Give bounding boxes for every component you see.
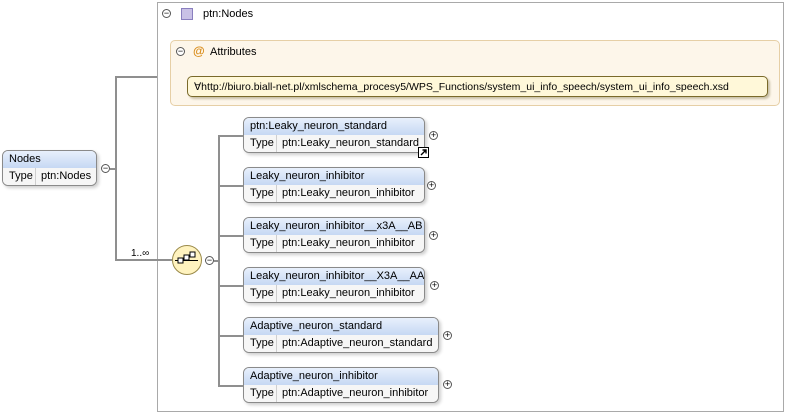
attributes-header: Attributes <box>210 46 257 58</box>
connector-line <box>218 385 243 387</box>
child-element-name: Leaky_neuron_inhibitor__X3A__AA <box>250 270 425 282</box>
connector-line <box>115 76 157 78</box>
connector-line <box>218 235 243 237</box>
connector-line <box>218 135 220 385</box>
external-link-icon[interactable] <box>418 147 429 158</box>
complex-type-icon <box>181 8 193 20</box>
child-type-label: Type <box>250 337 274 349</box>
child-element-header: Leaky_neuron_inhibitor <box>244 168 424 186</box>
child-type-value: ptn:Leaky_neuron_inhibitor <box>282 187 415 199</box>
child-type-value: ptn:Leaky_neuron_inhibitor <box>282 287 415 299</box>
child-type-label: Type <box>250 287 274 299</box>
child-type-label: Type <box>250 387 274 399</box>
child-type-separator <box>276 235 277 252</box>
complex-type-collapse-toggle[interactable]: − <box>162 8 171 18</box>
root-type-separator <box>35 168 36 185</box>
sequence-collapse-toggle[interactable]: − <box>205 255 214 265</box>
root-element-name: Nodes <box>9 153 41 165</box>
child-element-type-row: Type ptn:Leaky_neuron_inhibitor <box>244 185 424 202</box>
root-element-type-row: Type ptn:Nodes <box>3 168 96 185</box>
child-type-value: ptn:Adaptive_neuron_standard <box>282 337 433 349</box>
child-expand-toggle[interactable]: + <box>443 330 452 340</box>
child-element-header: Leaky_neuron_inhibitor__X3A__AA <box>244 268 424 286</box>
attribute-namespace-field[interactable]: ∀http://biuro.biall-net.pl/xmlschema_pro… <box>187 76 768 97</box>
child-element-header: Adaptive_neuron_standard <box>244 318 438 336</box>
child-element-type-row: Type ptn:Adaptive_neuron_standard <box>244 335 438 352</box>
child-element[interactable]: Adaptive_neuron_inhibitor Type ptn:Adapt… <box>243 367 439 403</box>
child-element-type-row: Type ptn:Leaky_neuron_inhibitor <box>244 235 424 252</box>
connector-line <box>218 335 243 337</box>
child-element[interactable]: ptn:Leaky_neuron_standard Type ptn:Leaky… <box>243 117 425 153</box>
child-type-label: Type <box>250 137 274 149</box>
child-element-type-row: Type ptn:Leaky_neuron_standard <box>244 135 424 152</box>
root-type-value: ptn:Nodes <box>41 170 92 182</box>
connector-line <box>214 260 219 262</box>
child-element[interactable]: Leaky_neuron_inhibitor__X3A__AA Type ptn… <box>243 267 425 303</box>
child-expand-toggle[interactable]: + <box>443 379 452 389</box>
root-element-header: Nodes <box>3 151 96 169</box>
connector-line <box>218 185 243 187</box>
root-element-nodes[interactable]: Nodes Type ptn:Nodes <box>2 150 97 186</box>
connector-line <box>115 259 172 261</box>
child-element-name: Adaptive_neuron_standard <box>250 320 383 332</box>
sequence-compositor-icon[interactable] <box>172 245 202 275</box>
child-element[interactable]: Leaky_neuron_inhibitor Type ptn:Leaky_ne… <box>243 167 425 203</box>
root-collapse-toggle[interactable]: − <box>101 163 110 173</box>
complex-type-title: ptn:Nodes <box>203 8 254 20</box>
child-type-label: Type <box>250 237 274 249</box>
child-element-name: Adaptive_neuron_inhibitor <box>250 370 378 382</box>
child-type-value: ptn:Leaky_neuron_standard <box>282 137 419 149</box>
arrow-icon <box>420 149 427 156</box>
child-type-separator <box>276 135 277 152</box>
child-element-header: Adaptive_neuron_inhibitor <box>244 368 438 386</box>
attributes-collapse-toggle[interactable]: − <box>176 46 185 56</box>
child-expand-toggle[interactable]: + <box>427 180 436 190</box>
child-type-separator <box>276 185 277 202</box>
sequence-icon <box>175 251 198 264</box>
child-element-name: Leaky_neuron_inhibitor__x3A__AB <box>250 220 423 232</box>
child-element-type-row: Type ptn:Adaptive_neuron_inhibitor <box>244 385 438 402</box>
attribute-namespace-value: ∀http://biuro.biall-net.pl/xmlschema_pro… <box>194 81 729 93</box>
child-type-separator <box>276 385 277 402</box>
child-element[interactable]: Leaky_neuron_inhibitor__x3A__AB Type ptn… <box>243 217 425 253</box>
child-element-header: ptn:Leaky_neuron_standard <box>244 118 424 136</box>
child-type-separator <box>276 335 277 352</box>
connector-line <box>218 285 243 287</box>
connector-line <box>218 135 243 137</box>
attribute-at-icon: @ <box>193 44 205 58</box>
child-expand-toggle[interactable]: + <box>429 130 438 140</box>
child-element-name: ptn:Leaky_neuron_standard <box>250 120 387 132</box>
child-element[interactable]: Adaptive_neuron_standard Type ptn:Adapti… <box>243 317 439 353</box>
child-element-name: Leaky_neuron_inhibitor <box>250 170 365 182</box>
child-type-label: Type <box>250 187 274 199</box>
child-element-header: Leaky_neuron_inhibitor__x3A__AB <box>244 218 424 236</box>
child-expand-toggle[interactable]: + <box>430 280 439 290</box>
child-expand-toggle[interactable]: + <box>429 230 438 240</box>
child-type-value: ptn:Leaky_neuron_inhibitor <box>282 237 415 249</box>
child-type-separator <box>276 285 277 302</box>
child-type-value: ptn:Adaptive_neuron_inhibitor <box>282 387 429 399</box>
connector-line <box>115 76 117 260</box>
sequence-cardinality: 1..∞ <box>131 248 150 259</box>
root-type-label: Type <box>9 170 33 182</box>
connector-line <box>110 168 116 170</box>
child-element-type-row: Type ptn:Leaky_neuron_inhibitor <box>244 285 424 302</box>
